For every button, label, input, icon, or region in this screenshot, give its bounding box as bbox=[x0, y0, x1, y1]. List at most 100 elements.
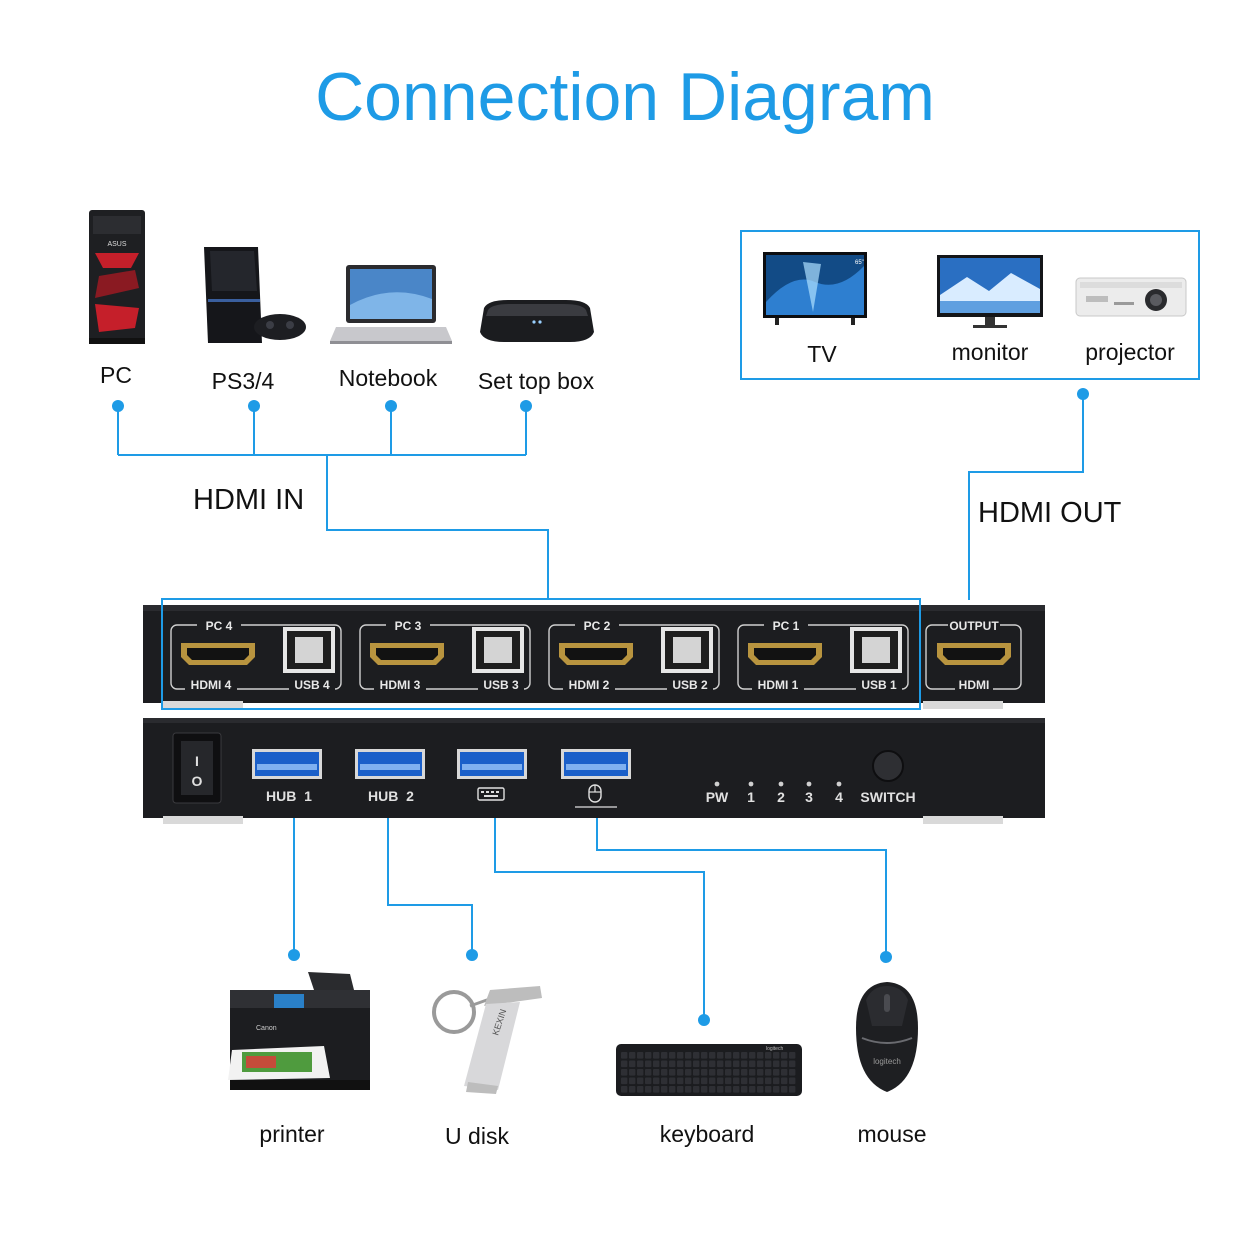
keyboard-key bbox=[677, 1069, 684, 1076]
power-rocker-switch[interactable]: I O bbox=[172, 732, 222, 804]
usb-b-port[interactable] bbox=[850, 627, 902, 673]
dot-udisk bbox=[466, 949, 478, 961]
dot-ps bbox=[248, 400, 260, 412]
mouse-icon: logitech bbox=[856, 982, 918, 1092]
keyboard-key bbox=[757, 1069, 764, 1076]
keyboard-key bbox=[781, 1069, 788, 1076]
keyboard-key bbox=[653, 1086, 660, 1093]
keyboard-key bbox=[629, 1060, 636, 1068]
keyboard-key bbox=[781, 1052, 788, 1059]
keyboard-key bbox=[645, 1086, 652, 1093]
diagram-title: Connection Diagram bbox=[315, 59, 935, 135]
keyboard-key bbox=[733, 1086, 740, 1093]
monitor-icon bbox=[937, 255, 1043, 328]
keyboard-key bbox=[773, 1086, 780, 1093]
keyboard-key bbox=[629, 1086, 636, 1093]
keyboard-key bbox=[757, 1052, 764, 1059]
keyboard-key bbox=[709, 1052, 716, 1059]
pc-port-group: PC 3 HDMI 3 USB 3 bbox=[359, 619, 531, 693]
keyboard-key bbox=[773, 1060, 780, 1068]
keyboard-key bbox=[701, 1052, 708, 1059]
status-led bbox=[748, 781, 754, 787]
dot-pc bbox=[112, 400, 124, 412]
keyboard-key bbox=[661, 1069, 668, 1076]
keyboard-key bbox=[661, 1077, 668, 1085]
dot-keyboard bbox=[698, 1014, 710, 1026]
hdmi-in-label: HDMI IN bbox=[193, 484, 305, 516]
input-label-pc: PC bbox=[100, 362, 132, 388]
switch-button[interactable] bbox=[872, 750, 904, 782]
keyboard-key bbox=[645, 1077, 652, 1085]
keyboard-icon: logitech bbox=[616, 1044, 802, 1096]
keyboard-key bbox=[661, 1060, 668, 1068]
keyboard-key bbox=[765, 1052, 772, 1059]
usb-b-port[interactable] bbox=[661, 627, 713, 673]
led-label: 3 bbox=[805, 789, 813, 805]
keyboard-key bbox=[645, 1052, 652, 1059]
hdmi-input-port[interactable] bbox=[181, 643, 255, 665]
keyboard-key bbox=[757, 1077, 764, 1085]
keyboard-key bbox=[765, 1069, 772, 1076]
output-label-tv: TV bbox=[807, 341, 837, 367]
led-label: 1 bbox=[747, 789, 755, 805]
keyboard-key bbox=[669, 1086, 676, 1093]
keyboard-key bbox=[685, 1052, 692, 1059]
keyboard-key bbox=[717, 1086, 724, 1093]
keyboard-key bbox=[621, 1077, 628, 1085]
led-label: 2 bbox=[777, 789, 785, 805]
svg-text:65": 65" bbox=[855, 260, 864, 266]
usb-port-keyboard[interactable] bbox=[457, 749, 527, 779]
keyboard-key bbox=[637, 1086, 644, 1093]
usb-port-label: USB 3 bbox=[483, 678, 519, 692]
keyboard-key bbox=[629, 1069, 636, 1076]
usb-b-port[interactable] bbox=[472, 627, 524, 673]
usb-port-mouse[interactable] bbox=[561, 749, 631, 779]
keyboard-key bbox=[765, 1086, 772, 1093]
input-label-console: PS3/4 bbox=[211, 368, 275, 394]
svg-text:ASUS: ASUS bbox=[107, 241, 126, 248]
output-devices-frame bbox=[740, 230, 1200, 380]
keyboard-key bbox=[741, 1077, 748, 1085]
pc-tower-icon: ASUS bbox=[89, 210, 145, 344]
printer-icon: Canon bbox=[228, 972, 370, 1090]
svg-text:logitech: logitech bbox=[873, 1057, 901, 1066]
keyboard-key bbox=[637, 1052, 644, 1059]
hdmi-input-port[interactable] bbox=[559, 643, 633, 665]
keyboard-key bbox=[741, 1060, 748, 1068]
usb-port-label: USB 2 bbox=[672, 678, 708, 692]
keyboard-key bbox=[685, 1077, 692, 1085]
usb-port-hub2[interactable] bbox=[355, 749, 425, 779]
keyboard-key bbox=[693, 1060, 700, 1068]
keyboard-key bbox=[709, 1060, 716, 1068]
keyboard-key bbox=[789, 1077, 796, 1085]
keyboard-key bbox=[701, 1086, 708, 1093]
keyboard-key bbox=[733, 1069, 740, 1076]
keyboard-key bbox=[685, 1069, 692, 1076]
dot-output-box bbox=[1077, 388, 1089, 400]
keyboard-key bbox=[717, 1069, 724, 1076]
keyboard-key bbox=[725, 1052, 732, 1059]
keyboard-key bbox=[621, 1086, 628, 1093]
hdmi-input-port[interactable] bbox=[370, 643, 444, 665]
peripheral-label-udisk: U disk bbox=[445, 1123, 509, 1149]
set-top-box-icon bbox=[480, 300, 594, 342]
keyboard-key bbox=[709, 1069, 716, 1076]
keyboard-key bbox=[701, 1069, 708, 1076]
laptop-icon bbox=[330, 265, 452, 344]
keyboard-key bbox=[653, 1077, 660, 1085]
dot-notebook bbox=[385, 400, 397, 412]
keyboard-key bbox=[749, 1069, 756, 1076]
usb-port-hub1[interactable] bbox=[252, 749, 322, 779]
keyboard-key bbox=[645, 1069, 652, 1076]
keyboard-key bbox=[765, 1077, 772, 1085]
usb-b-port[interactable] bbox=[283, 627, 335, 673]
hdmi-input-port[interactable] bbox=[748, 643, 822, 665]
keyboard-key bbox=[789, 1060, 796, 1068]
pc-port-label: PC 3 bbox=[395, 619, 422, 633]
hdmi-port-label: HDMI 3 bbox=[380, 678, 421, 692]
hdmi-in-highlight-frame bbox=[161, 598, 921, 710]
keyboard-key bbox=[621, 1060, 628, 1068]
